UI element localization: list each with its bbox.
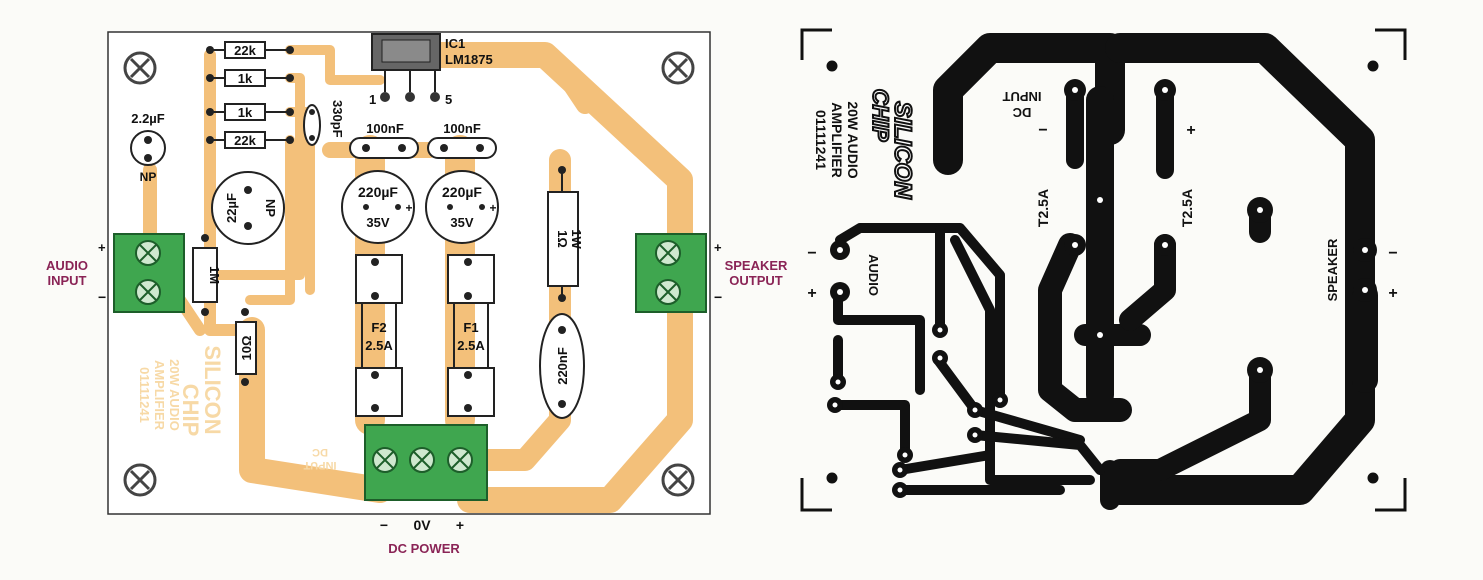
svg-text:1M: 1M	[207, 266, 222, 284]
capacitor-220uf-a: 220µF 35V +	[341, 170, 415, 244]
artwork-spk-plus: +	[1388, 285, 1397, 302]
artwork-text: SILICON CHIP 20W AUDIO AMPLIFIER 0111124…	[807, 88, 1397, 302]
svg-text:INPUT: INPUT	[303, 459, 336, 471]
resistor-22k-bottom: 22k	[206, 131, 294, 149]
capacitor-220nf: 220nF	[539, 313, 585, 419]
speaker-output-minus: −	[714, 289, 722, 305]
svg-text:NP: NP	[263, 199, 278, 217]
capacitor-22u-np: 22µF NP	[211, 171, 285, 245]
svg-text:22k: 22k	[234, 43, 256, 58]
ic1-pin5: 5	[445, 92, 452, 107]
dc-power-label: DC POWER	[388, 541, 460, 556]
artwork-fuse-b: T2.5A	[1179, 189, 1195, 227]
resistor-1k-b: 1k	[206, 103, 294, 121]
artwork-code: 01111241	[813, 110, 829, 170]
svg-text:220µF: 220µF	[442, 184, 482, 200]
artwork-audio: AUDIO	[866, 254, 881, 296]
artwork-dc-1: DC	[1012, 105, 1031, 120]
svg-text:35V: 35V	[366, 215, 389, 230]
artwork-fuse-a: T2.5A	[1035, 189, 1051, 227]
svg-text:2.2µF: 2.2µF	[131, 111, 165, 126]
artwork-title-1: 20W AUDIO	[845, 101, 861, 178]
speaker-output-plus: +	[714, 240, 722, 255]
svg-text:AMPLIFIER: AMPLIFIER	[152, 360, 167, 431]
capacitor-100nf-a: 100nF	[349, 121, 419, 159]
artwork-corner-marks	[800, 28, 1407, 512]
resistor-10ohm: 10Ω	[235, 308, 257, 386]
svg-text:F1: F1	[463, 320, 478, 335]
svg-text:1Ω: 1Ω	[555, 230, 570, 248]
copper-artwork: SILICON CHIP 20W AUDIO AMPLIFIER 0111124…	[800, 28, 1407, 512]
resistor-22k-top: 22k	[206, 41, 294, 59]
overlay-mounting-holes	[123, 51, 695, 497]
svg-text:1k: 1k	[238, 71, 253, 86]
svg-text:NP: NP	[140, 170, 157, 184]
artwork-title-2: AMPLIFIER	[829, 102, 845, 177]
capacitor-220uf-b: 220µF 35V +	[425, 170, 499, 244]
dc-power-0v: 0V	[413, 517, 431, 533]
svg-text:100nF: 100nF	[443, 121, 481, 136]
component-overlay: IC1 LM1875 1 5 22k 1k 1k 22k	[98, 31, 722, 556]
audio-input-label: AUDIO INPUT	[36, 258, 98, 288]
ic1-lm1875: IC1 LM1875 1 5	[369, 33, 493, 107]
speaker-output-label-line1: SPEAKER	[724, 258, 788, 273]
artwork-dc-minus: −	[1038, 122, 1047, 139]
artwork-dc-plus: +	[1186, 122, 1195, 139]
capacitor-2u2-np: 2.2µF NP	[130, 111, 166, 184]
svg-text:CHIP: CHIP	[178, 384, 203, 437]
overlay-tracks	[143, 42, 693, 513]
resistor-1ohm-1w: 1Ω 1W	[547, 166, 584, 302]
ic1-part: LM1875	[445, 52, 493, 67]
artwork-audio-minus: −	[807, 245, 816, 262]
svg-text:SILICON: SILICON	[200, 345, 225, 434]
dc-input-terminal: − 0V + DC POWER	[364, 424, 488, 556]
ic1-ref: IC1	[445, 36, 465, 51]
svg-text:20W AUDIO: 20W AUDIO	[167, 359, 182, 431]
svg-text:35V: 35V	[450, 215, 473, 230]
dc-power-plus: +	[456, 517, 464, 533]
svg-text:1k: 1k	[238, 105, 253, 120]
audio-input-plus: +	[98, 240, 106, 255]
svg-text:01111241: 01111241	[137, 367, 152, 423]
artwork-speaker: SPEAKER	[1325, 238, 1340, 301]
svg-text:10Ω: 10Ω	[239, 336, 254, 361]
artwork-brand-silicon: SILICON	[889, 101, 916, 199]
dc-power-minus: −	[380, 517, 388, 533]
svg-text:F2: F2	[371, 320, 386, 335]
artwork-brand-chip: CHIP	[868, 89, 893, 142]
artwork-pads	[827, 79, 1377, 498]
capacitor-100nf-b: 100nF	[427, 121, 497, 159]
audio-input-label-line1: AUDIO	[46, 258, 88, 273]
svg-text:22k: 22k	[234, 133, 256, 148]
svg-text:DC: DC	[312, 446, 328, 458]
resistor-1k-a: 1k	[206, 69, 294, 87]
svg-text:100nF: 100nF	[366, 121, 404, 136]
capacitor-330pf: 330pF	[303, 100, 345, 146]
speaker-output-terminal: + −	[635, 233, 722, 313]
svg-text:220µF: 220µF	[358, 184, 398, 200]
fuse-f1: F1 2.5A	[447, 254, 495, 417]
audio-input-minus: −	[98, 289, 106, 305]
svg-text:2.5A: 2.5A	[365, 338, 393, 353]
speaker-output-label: SPEAKER OUTPUT	[716, 258, 796, 288]
artwork-audio-plus: +	[807, 285, 816, 302]
svg-text:22µF: 22µF	[224, 193, 239, 223]
speaker-output-label-line2: OUTPUT	[729, 273, 783, 288]
svg-text:1W: 1W	[569, 229, 584, 249]
artwork-spk-minus: −	[1388, 245, 1397, 262]
svg-text:+: +	[405, 201, 412, 215]
artwork-dc-2: INPUT	[1002, 89, 1041, 104]
ic1-pin1: 1	[369, 92, 376, 107]
overlay-mirrored-silk: DC INPUT SILICON CHIP 20W AUDIO AMPLIFIE…	[137, 345, 337, 471]
svg-text:330pF: 330pF	[330, 100, 345, 138]
svg-text:+: +	[489, 201, 496, 215]
fuse-f2: F2 2.5A	[355, 254, 403, 417]
audio-input-terminal: + −	[98, 233, 185, 313]
resistor-1m: 1M	[192, 234, 222, 316]
audio-input-label-line2: INPUT	[47, 273, 87, 288]
svg-text:220nF: 220nF	[555, 347, 570, 385]
svg-text:2.5A: 2.5A	[457, 338, 485, 353]
